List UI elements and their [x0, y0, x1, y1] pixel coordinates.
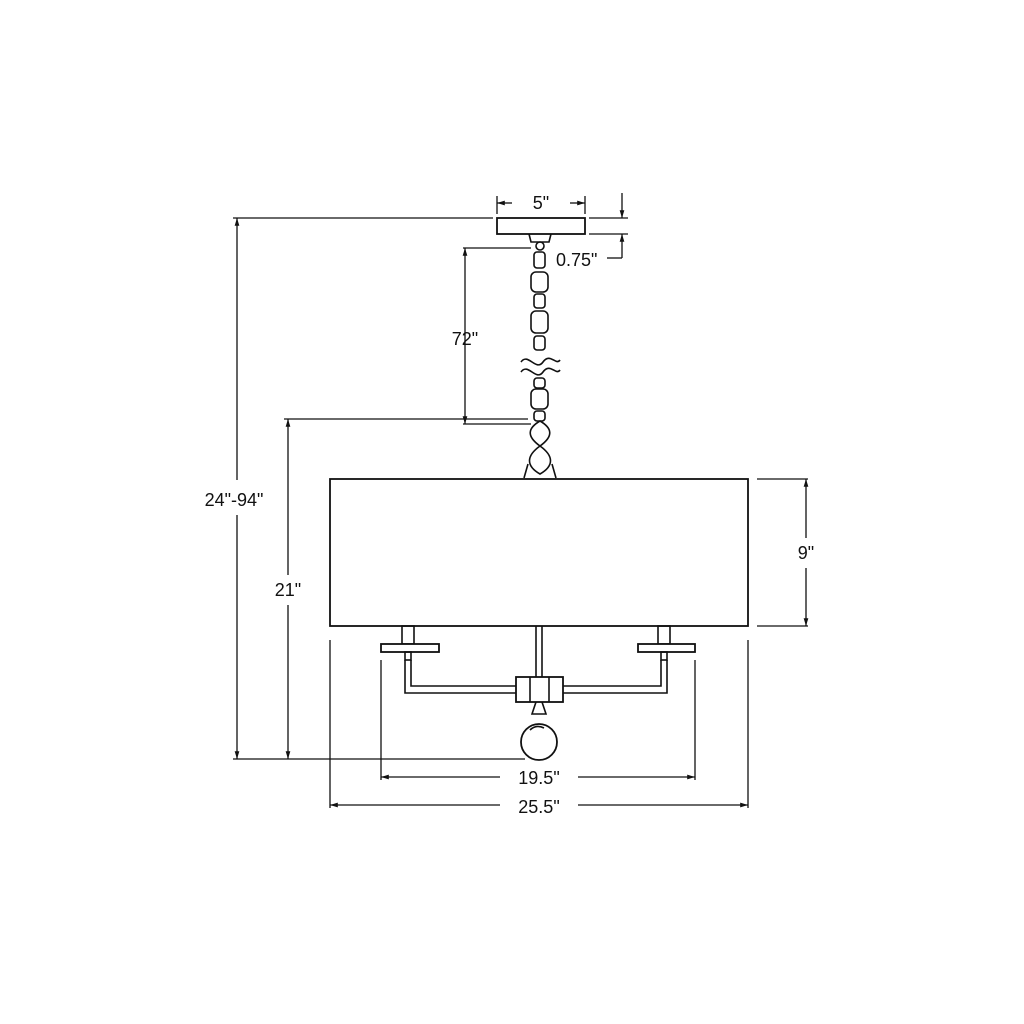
label-chain-length: 72" — [452, 329, 478, 349]
dim-fixture-height: 21" — [275, 418, 528, 759]
label-canopy-height: 0.75" — [556, 250, 597, 270]
label-shade-width: 25.5" — [518, 797, 559, 817]
chain — [520, 251, 561, 422]
label-overall-height: 24"-94" — [205, 490, 264, 510]
dim-canopy-width: 5" — [496, 193, 586, 214]
dim-arm-span: 19.5" — [380, 660, 696, 788]
label-fixture-height: 21" — [275, 580, 301, 600]
dim-shade-height: 9" — [757, 478, 814, 627]
dim-canopy-height: 0.75" — [556, 193, 628, 270]
label-arm-span: 19.5" — [518, 768, 559, 788]
dim-shade-width: 25.5" — [329, 640, 749, 817]
fixture-frame — [380, 625, 696, 761]
label-canopy-width: 5" — [533, 193, 549, 213]
drum-shade — [329, 478, 749, 627]
dim-overall-height: 24"-94" — [205, 217, 525, 760]
dim-chain-length: 72" — [452, 247, 531, 425]
canopy — [496, 217, 586, 251]
loop-hanger — [523, 420, 557, 479]
label-shade-height: 9" — [798, 543, 814, 563]
